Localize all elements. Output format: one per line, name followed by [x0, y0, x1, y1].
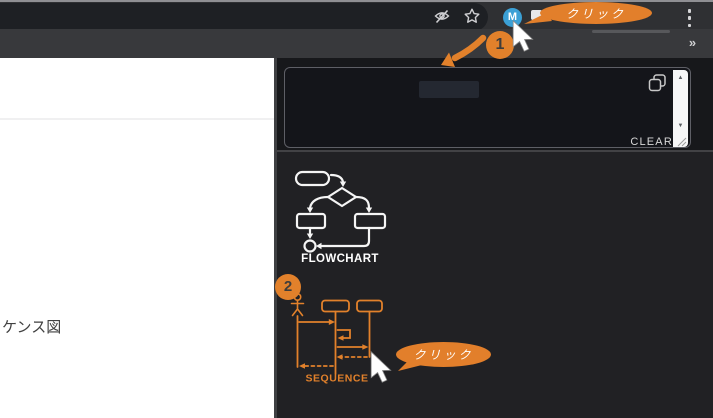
sequence-label: SEQUENCE	[306, 373, 369, 385]
extensions-puzzle-icon[interactable]	[531, 10, 542, 20]
mouse-cursor-2	[370, 351, 392, 383]
sequence-diagram-button[interactable]: SEQUENCE	[280, 290, 400, 385]
flowchart-label: FLOWCHART	[301, 253, 379, 265]
mouse-cursor-1	[512, 20, 534, 52]
popup-section-divider	[277, 150, 713, 152]
step-1-badge: 1	[486, 31, 514, 59]
redacted-text-block	[419, 81, 479, 98]
curved-arrow	[441, 34, 487, 67]
eye-off-icon[interactable]	[432, 8, 452, 28]
extension-popup: CLEAR ▲ ▼	[277, 58, 713, 418]
bookmark-star-icon[interactable]	[462, 6, 482, 27]
bookmarks-overflow-chevron[interactable]: »	[688, 35, 696, 50]
copy-icon[interactable]	[645, 71, 669, 95]
panel-left-border	[274, 58, 277, 418]
page-content: ケンス図	[0, 58, 274, 418]
window-top-edge	[0, 0, 713, 2]
scrollbar-down-arrow[interactable]: ▼	[677, 122, 684, 129]
click-balloon-2: クリック	[396, 342, 491, 367]
flowchart-diagram-button[interactable]: FLOWCHART	[285, 162, 397, 266]
browser-menu-kebab-icon[interactable]	[687, 9, 692, 27]
click-balloon-1: クリック	[540, 2, 652, 24]
toolbar-pill-highlight	[592, 30, 670, 33]
page-divider-line	[0, 118, 274, 120]
click-balloon-2-text: クリック	[413, 348, 474, 362]
textarea-scrollbar[interactable]: ▲ ▼	[673, 69, 688, 147]
resize-grip-icon[interactable]	[673, 136, 688, 147]
address-bar[interactable]	[0, 3, 488, 31]
step-2-badge: 2	[275, 274, 301, 300]
code-textarea[interactable]: CLEAR ▲ ▼	[284, 67, 691, 148]
page-text-sequence-diagram: ケンス図	[2, 319, 62, 336]
click-balloon-1-text: クリック	[565, 6, 626, 21]
clear-button[interactable]: CLEAR	[630, 136, 673, 148]
scrollbar-up-arrow[interactable]: ▲	[677, 74, 684, 81]
bookmarks-bar	[0, 29, 713, 58]
mermaid-extension-icon[interactable]: M	[503, 8, 522, 27]
